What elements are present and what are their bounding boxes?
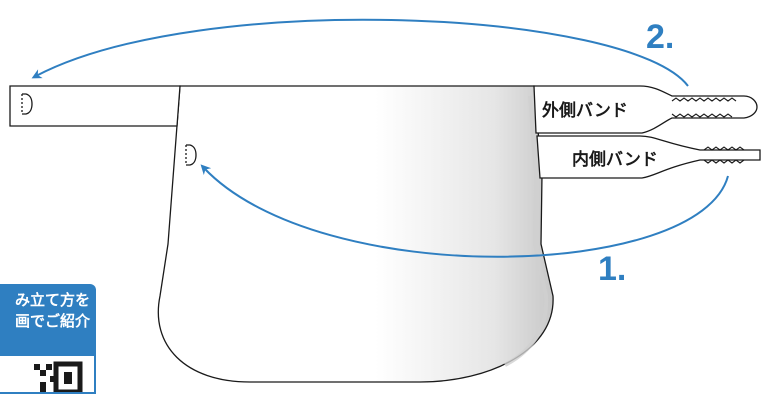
video-promo-banner[interactable]: み立て方を 画でご紹介 xyxy=(0,284,96,354)
shield-visor xyxy=(157,85,554,383)
slot-icon-shield xyxy=(186,144,197,166)
outer-band xyxy=(533,85,758,134)
left-band-strip xyxy=(9,85,181,127)
step-2-label: 2. xyxy=(646,18,675,56)
promo-line-1: み立て方を xyxy=(14,291,90,309)
qr-code-icon xyxy=(34,361,83,392)
step-1-label: 1. xyxy=(598,250,627,288)
shield-right-edge-shade xyxy=(504,95,549,367)
slot-icon-left xyxy=(22,93,33,115)
outer-band-label: 外側バンド xyxy=(542,101,628,121)
arrow-step-1 xyxy=(200,164,729,258)
inner-band-serration xyxy=(703,146,745,164)
inner-band-label: 内側バンド xyxy=(572,150,658,170)
qr-code[interactable] xyxy=(0,354,96,394)
arrow-step-2 xyxy=(31,18,689,87)
outer-band-serration xyxy=(671,97,737,118)
promo-line-2: 画でご紹介 xyxy=(14,312,90,330)
inner-band xyxy=(536,135,761,179)
